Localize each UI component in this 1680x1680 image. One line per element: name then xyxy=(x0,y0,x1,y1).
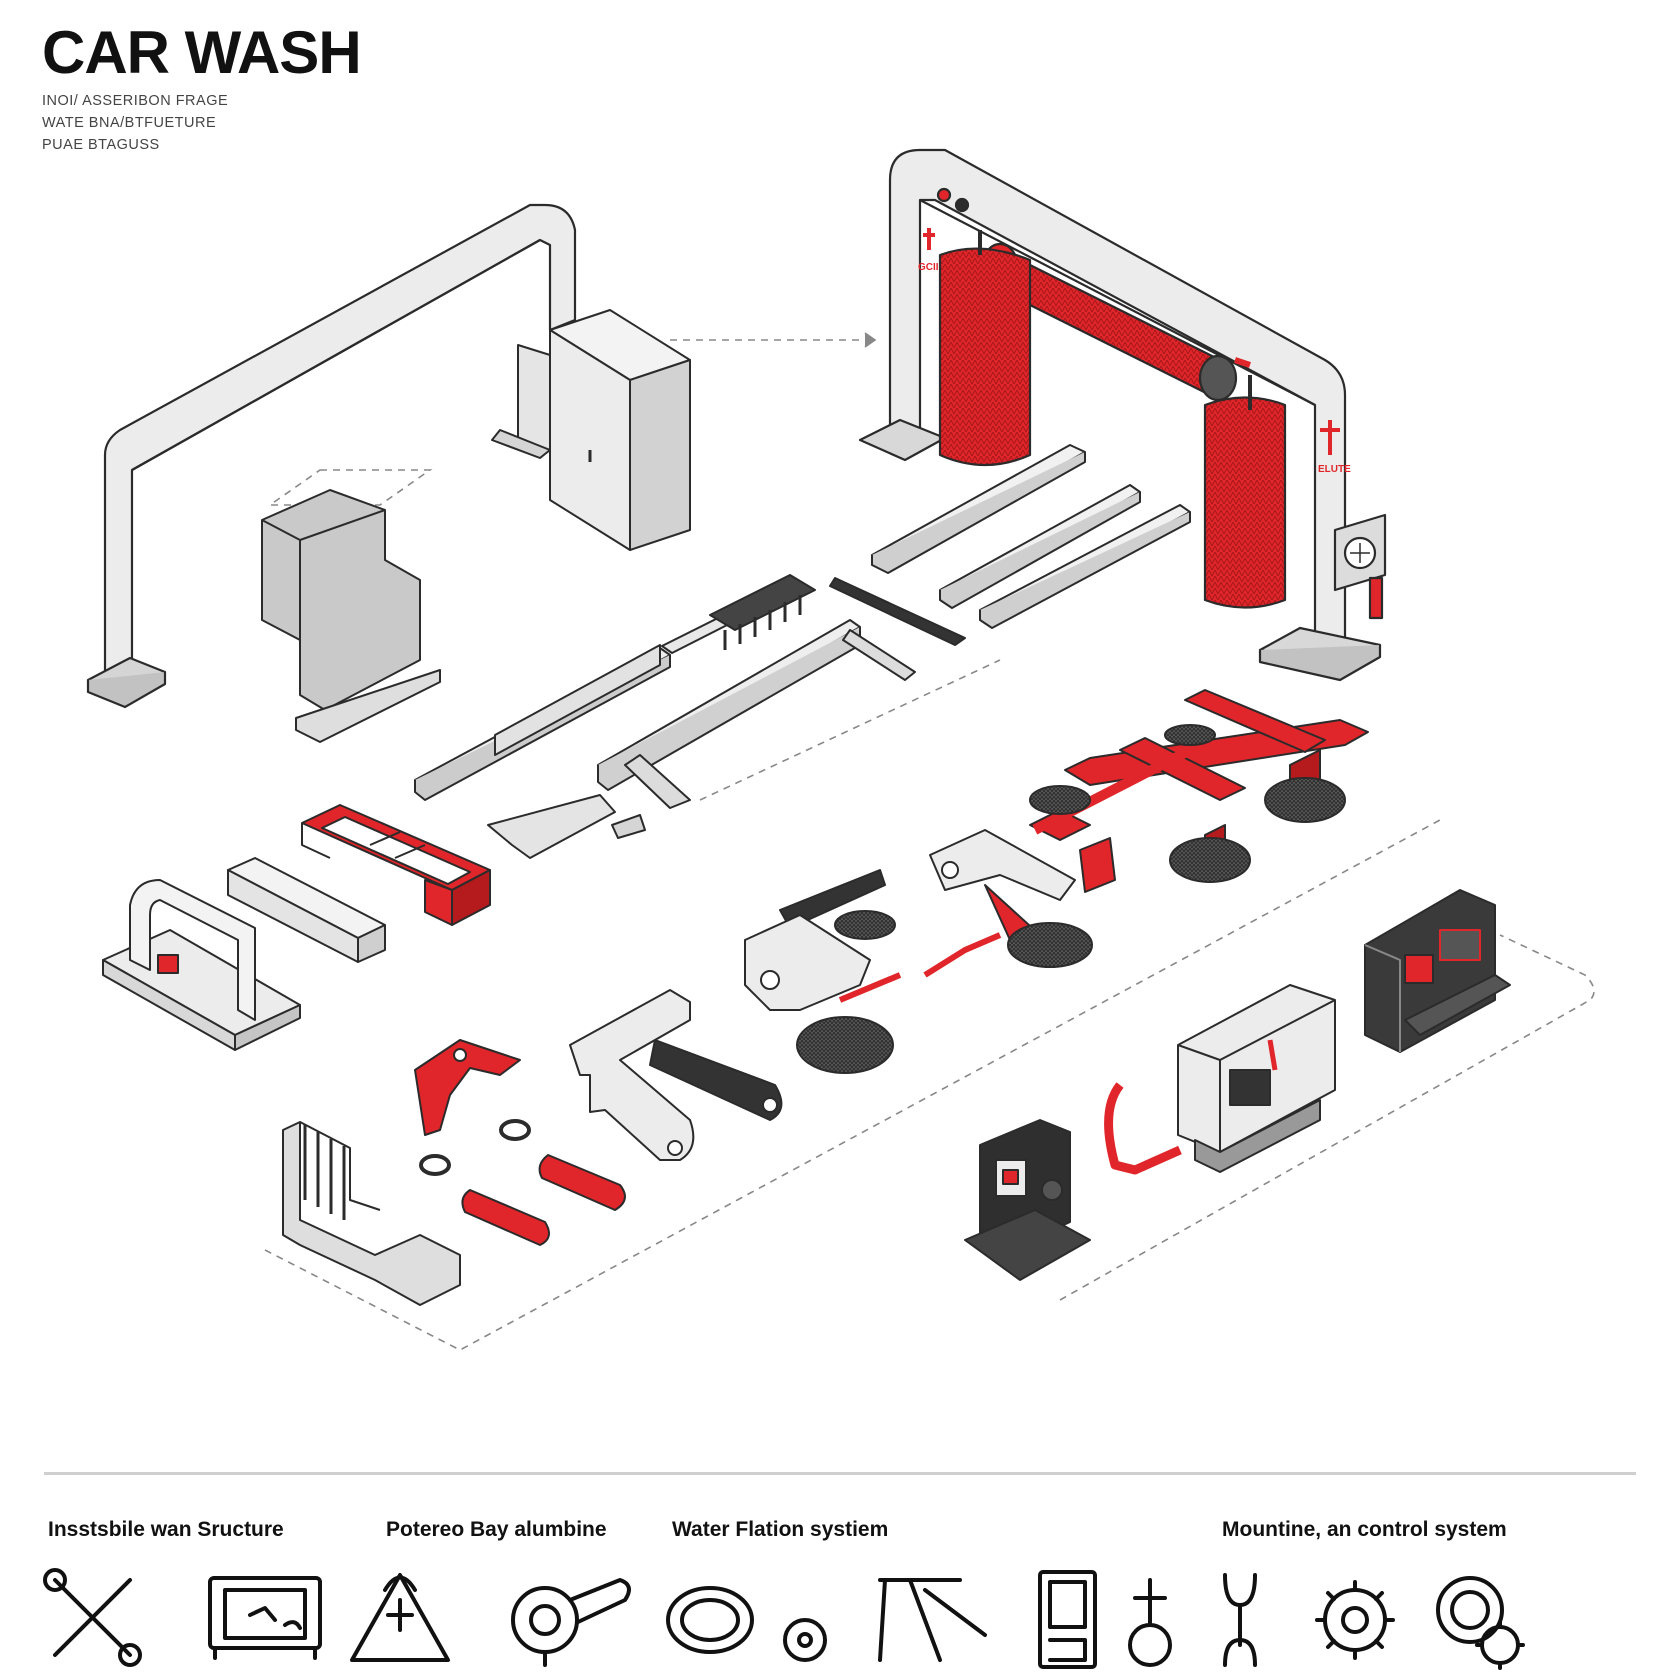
utility-cabinet xyxy=(491,309,691,551)
small-ring-icon xyxy=(783,1618,827,1662)
control-panel-icon xyxy=(1038,1570,1097,1669)
legend-icon-row xyxy=(43,1568,1525,1670)
brush-gantry xyxy=(858,148,1387,682)
linkage-arms xyxy=(414,989,783,1246)
subtitle-line: PUAE BTAGUSS xyxy=(42,137,160,153)
beam-assembly xyxy=(414,574,916,859)
legend-label-water: Water Flation systiem xyxy=(672,1518,889,1541)
page-title: CAR WASH xyxy=(42,19,362,86)
side-brush-arms xyxy=(744,829,1093,1074)
base-blocks xyxy=(102,857,386,1051)
gear-search-icon xyxy=(1436,1576,1525,1670)
subtitle-line: INOI/ ASSERIBON FRAGE xyxy=(42,93,229,109)
red-mounting-frame xyxy=(301,804,491,926)
subtitle: INOI/ ASSERIBON FRAGE WATE BNA/BTFUETURE… xyxy=(42,90,361,156)
gear-icon xyxy=(1315,1580,1395,1660)
pipe-fitting-icon xyxy=(878,1578,987,1662)
exploded-assembly-drawing: GCII ELUTE xyxy=(86,148,1595,1351)
wrench-icon xyxy=(1223,1573,1257,1667)
monitor-icon xyxy=(208,1576,322,1660)
valve-icon xyxy=(1128,1578,1172,1667)
red-brush-cradle xyxy=(1029,689,1369,893)
left-gantry-frame xyxy=(86,203,577,709)
assembly-guide-lines xyxy=(264,332,1595,1351)
side-panel xyxy=(261,489,441,743)
title-block: CAR WASH INOI/ ASSERIBON FRAGE WATE BNA/… xyxy=(42,19,362,156)
guide-rails xyxy=(829,444,1191,646)
dryer-nozzle-icon xyxy=(511,1578,631,1667)
warning-triangle-icon xyxy=(350,1573,450,1662)
legend-label-bay: Potereo Bay alumbine xyxy=(386,1518,607,1541)
legend-label-structure: Insstsbile wan Sructure xyxy=(48,1518,284,1541)
subtitle-line: WATE BNA/BTFUETURE xyxy=(42,115,217,131)
legend-divider xyxy=(44,1472,1636,1475)
legend-label-control: Mountine, an control system xyxy=(1222,1518,1507,1541)
gantry-label-left: GCII xyxy=(918,262,939,273)
gantry-label-right: ELUTE xyxy=(1318,464,1351,475)
corner-bracket xyxy=(282,1121,461,1306)
control-consoles xyxy=(964,889,1511,1281)
wrench-screwdriver-icon xyxy=(43,1568,142,1667)
gasket-ring-icon xyxy=(666,1586,754,1654)
